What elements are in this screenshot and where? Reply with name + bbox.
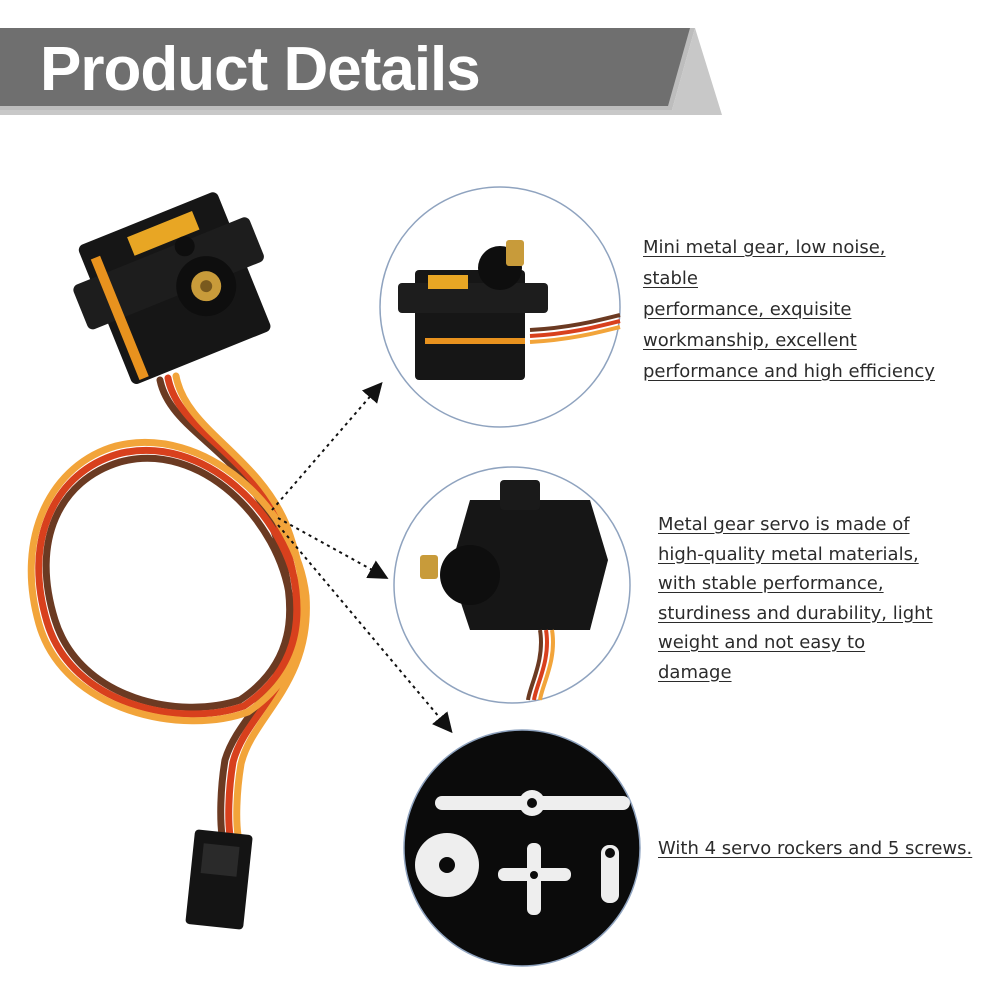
- servo-horn-cross: [498, 843, 571, 915]
- feature-text-1: Mini metal gear, low noise, stable perfo…: [643, 237, 935, 382]
- wire-connector: [185, 829, 253, 930]
- banner-dark-band: [0, 28, 690, 106]
- detail-circle-1: [379, 186, 621, 428]
- feature-text-3: With 4 servo rockers and 5 screws.: [658, 838, 973, 859]
- detail-circle-2: [393, 466, 631, 704]
- detail-circle-3: [403, 729, 641, 967]
- page-title: Product Details: [40, 35, 481, 104]
- servo-horn-single: [601, 845, 619, 903]
- feature-text-2: Metal gear servo is made of high-quality…: [658, 514, 933, 683]
- header-banner: [0, 28, 722, 115]
- pointer-arrows: [271, 381, 453, 734]
- servo-wires: [27, 372, 310, 839]
- servo-main: [73, 192, 271, 384]
